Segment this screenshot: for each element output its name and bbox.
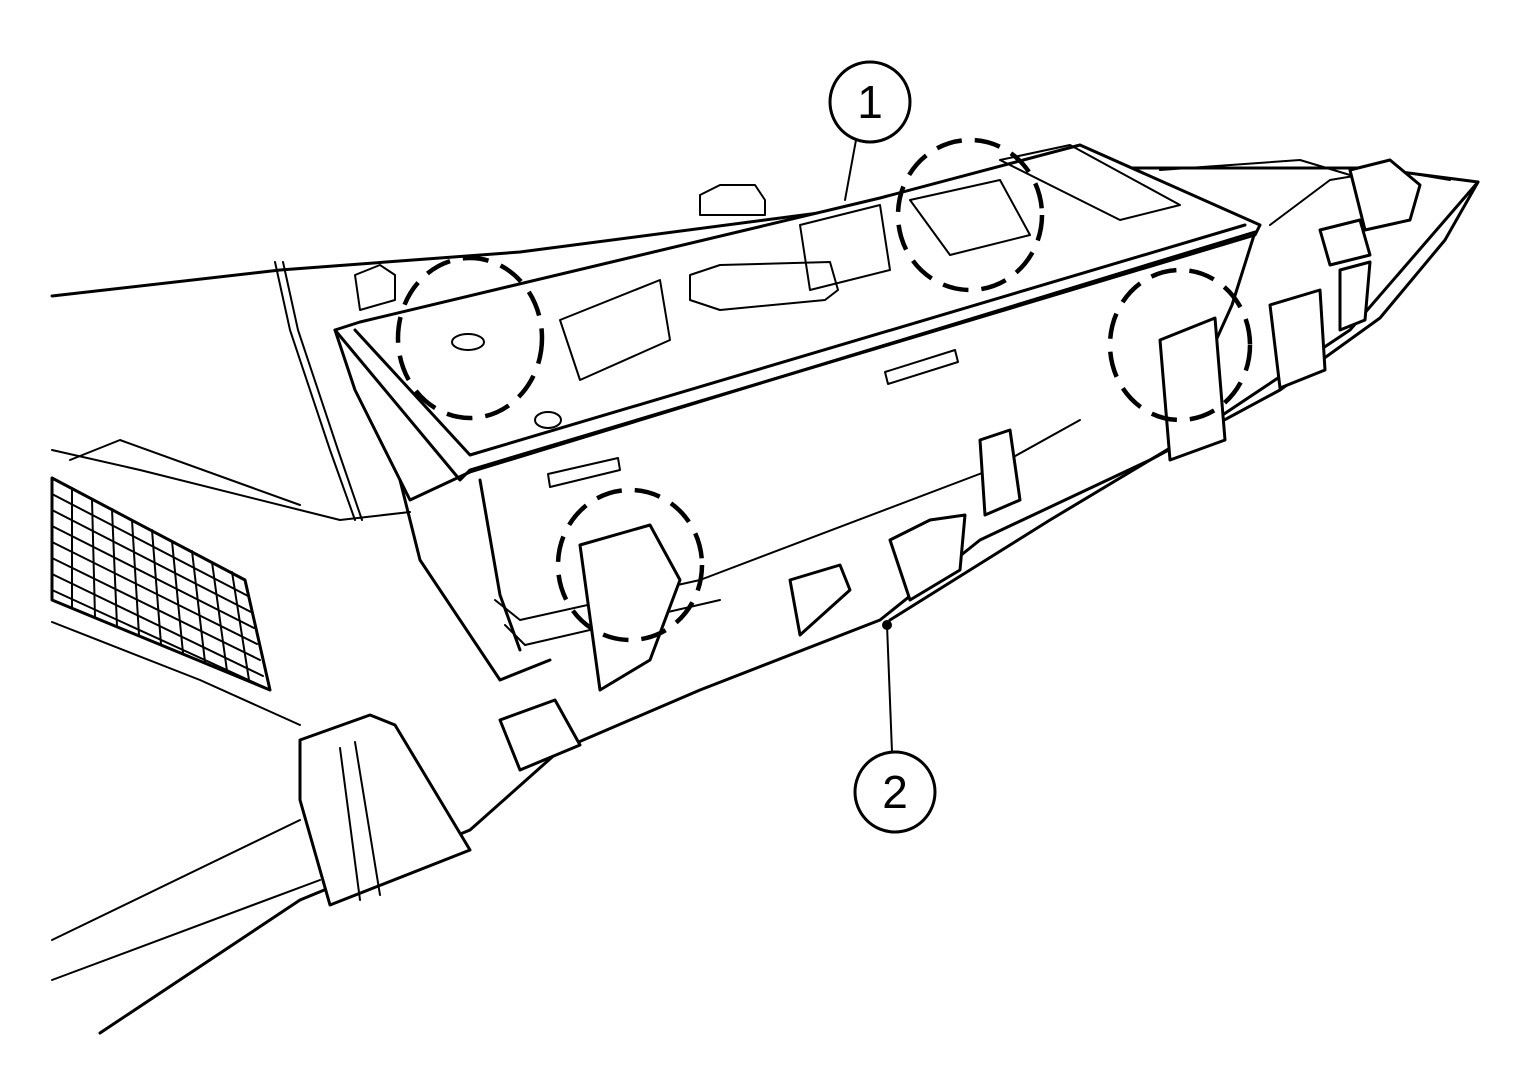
highlight-circle xyxy=(395,255,545,421)
callout-label-2: 2 xyxy=(882,766,908,818)
callout-1: 1 xyxy=(828,60,912,201)
vent-grille xyxy=(50,476,272,692)
leader-dot-2 xyxy=(882,620,892,630)
callout-2: 2 xyxy=(853,620,937,834)
module-housing xyxy=(333,143,1262,682)
highlight-circle xyxy=(895,137,1045,293)
highlight-circle xyxy=(555,487,705,643)
highlight-circles xyxy=(395,137,1253,643)
callout-circle-2 xyxy=(853,750,937,834)
callout-label-1: 1 xyxy=(857,76,883,128)
highlight-circle xyxy=(1107,267,1253,423)
callout-circle-1 xyxy=(828,60,912,144)
retaining-clips xyxy=(298,158,1422,907)
